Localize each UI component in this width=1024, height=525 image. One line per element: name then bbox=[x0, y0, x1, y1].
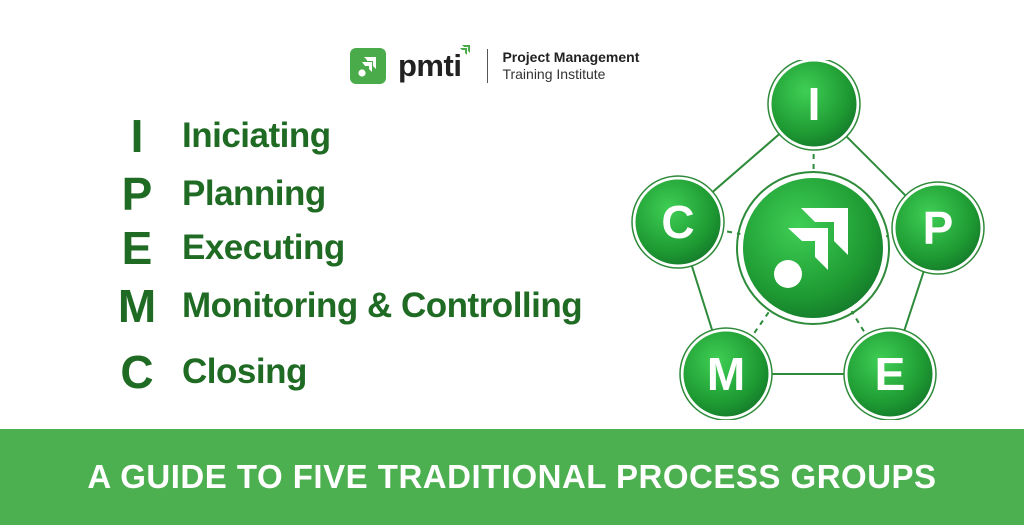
node-monitoring: M bbox=[679, 327, 773, 420]
node-planning: P bbox=[891, 181, 985, 275]
node-letter: P bbox=[923, 202, 954, 254]
process-group-letter: E bbox=[121, 222, 153, 274]
center-logo-node bbox=[736, 171, 890, 325]
node-letter: E bbox=[875, 348, 906, 400]
node-closing: C bbox=[631, 175, 725, 269]
process-group-letter: I bbox=[130, 110, 144, 162]
node-initiating: I bbox=[767, 60, 861, 151]
brand-arrow-icon bbox=[460, 45, 471, 55]
process-group-item: I Iniciating bbox=[106, 108, 332, 164]
process-group-name: Closing bbox=[182, 352, 307, 391]
center-arrows-logo-icon bbox=[774, 208, 848, 288]
process-group-diagram: I P E M C bbox=[631, 60, 985, 420]
node-letter: M bbox=[707, 348, 745, 400]
process-group-name: Planning bbox=[182, 174, 326, 213]
institute-name: Project Management Training Institute bbox=[502, 49, 639, 83]
process-group-letter: M bbox=[117, 280, 157, 332]
process-group-name: Iniciating bbox=[182, 116, 331, 155]
brand-wordmark: pmti bbox=[398, 45, 471, 84]
process-group-item: C Closing bbox=[106, 344, 307, 400]
brand-name: pmti bbox=[398, 48, 462, 83]
header-divider bbox=[487, 49, 489, 83]
node-executing: E bbox=[843, 327, 937, 420]
node-letter: I bbox=[808, 78, 821, 130]
node-letter: C bbox=[661, 196, 694, 248]
process-group-item: M Monitoring & Controlling bbox=[106, 278, 583, 334]
brand-header: pmti Project Management Training Institu… bbox=[350, 44, 639, 88]
bottom-banner: A GUIDE TO FIVE TRADITIONAL PROCESS GROU… bbox=[0, 429, 1024, 525]
institute-line-2: Training Institute bbox=[502, 66, 606, 82]
process-group-item: E Executing bbox=[106, 220, 346, 276]
process-group-letter: P bbox=[121, 168, 153, 220]
process-group-name: Executing bbox=[182, 228, 345, 267]
banner-title: A GUIDE TO FIVE TRADITIONAL PROCESS GROU… bbox=[87, 458, 937, 495]
pmti-logo-icon bbox=[350, 48, 386, 84]
process-group-item: P Planning bbox=[106, 166, 327, 222]
institute-line-1: Project Management bbox=[502, 49, 640, 65]
process-group-name: Monitoring & Controlling bbox=[182, 286, 583, 325]
process-group-letter: C bbox=[120, 346, 154, 398]
